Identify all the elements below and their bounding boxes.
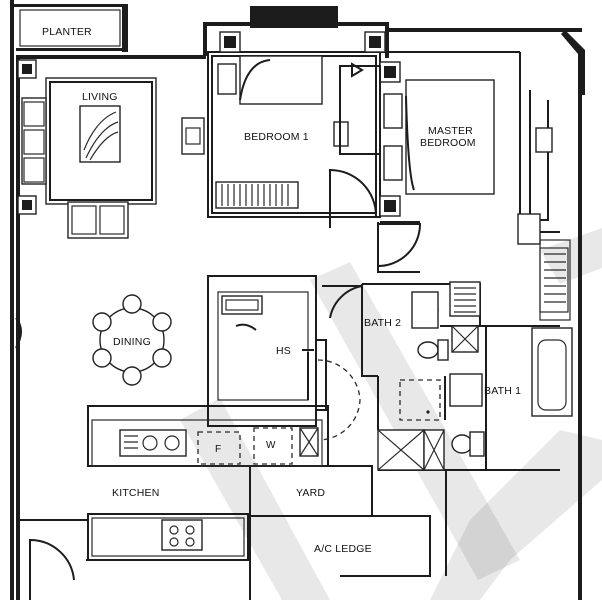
- wardrobe-icon: [539, 247, 569, 313]
- doors: [15, 168, 422, 600]
- living-furniture: [21, 77, 157, 239]
- stove-icon: [161, 519, 203, 551]
- label-living: LIVING: [82, 91, 118, 103]
- master-furniture: [383, 79, 569, 313]
- label-bath-2: BATH 2: [364, 317, 401, 329]
- room-labels: PLANTER LIVING BEDROOM 1 MASTER BEDROOM …: [42, 26, 521, 555]
- door-icon: [377, 223, 422, 267]
- dining-set: [92, 294, 172, 386]
- label-ac-ledge: A/C LEDGE: [314, 543, 372, 555]
- label-planter: PLANTER: [42, 26, 92, 38]
- door-icon: [329, 168, 377, 217]
- wardrobe-icon: [215, 181, 299, 209]
- label-hs: HS: [276, 345, 291, 357]
- label-master-2: BEDROOM: [420, 137, 476, 149]
- bath2-fixtures: [411, 281, 481, 361]
- toilet-icon: [417, 341, 439, 359]
- fridge-icon: [197, 431, 241, 465]
- label-bedroom-1: BEDROOM 1: [244, 131, 309, 143]
- label-bath-1: BATH 1: [484, 385, 521, 397]
- toilet-icon: [451, 434, 473, 454]
- label-fridge: F: [215, 444, 221, 455]
- door-icon: [317, 359, 361, 441]
- outer-walls: [10, 0, 585, 600]
- label-yard: YARD: [296, 487, 325, 499]
- label-washer: W: [266, 440, 276, 451]
- door-icon: [322, 285, 363, 319]
- bathtub-icon: [531, 327, 573, 417]
- label-dining: DINING: [113, 336, 151, 348]
- door-icon: [29, 538, 75, 600]
- bath1-fixtures: [377, 327, 573, 471]
- bedroom1-furniture: [181, 55, 381, 209]
- washer-icon: [253, 427, 293, 465]
- columns: [17, 31, 401, 217]
- label-kitchen: KITCHEN: [112, 487, 160, 499]
- hs-furniture: [221, 295, 314, 400]
- wardrobe-icon: [449, 281, 481, 317]
- bed-icon: [239, 55, 323, 105]
- bed-icon: [405, 79, 495, 195]
- label-master-1: MASTER: [428, 125, 473, 137]
- kitchen-fixtures: [119, 427, 319, 551]
- sink-icon: [119, 429, 187, 457]
